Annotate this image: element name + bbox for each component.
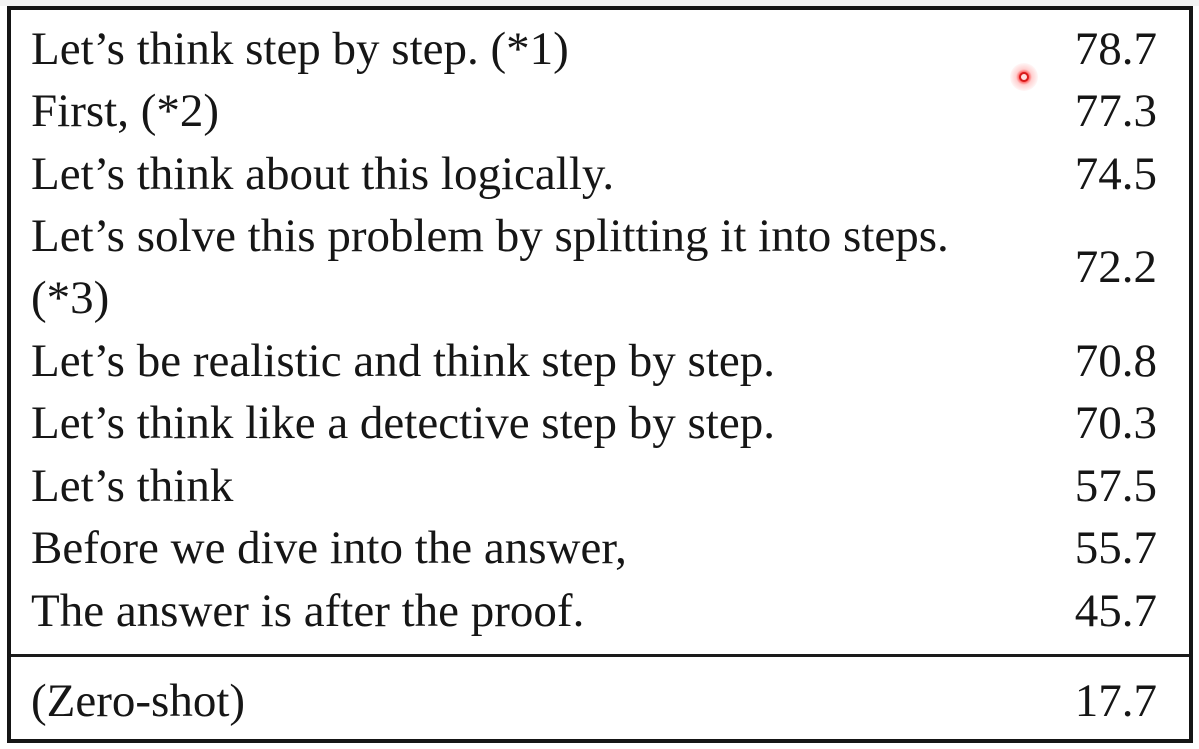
prompt-accuracy-table: Let’s think step by step. (*1) 78.7 Firs… [7,6,1193,743]
score-value: 77.3 [1074,85,1157,137]
baseline-prompt-text: (Zero-shot) [31,675,246,727]
mouse-cursor-highlight [1010,63,1038,91]
prompt-text: Let’s be realistic and think step by ste… [31,335,775,387]
score-value: 57.5 [1074,460,1157,512]
prompt-text: Before we dive into the answer, [31,522,627,574]
score-value: 45.7 [1074,585,1157,637]
prompt-text: Let’s solve this problem by splitting it… [31,210,949,324]
score-value: 70.3 [1074,397,1157,449]
table-divider [11,654,1189,657]
score-value: 72.2 [1074,241,1157,293]
baseline-score-value: 17.7 [1074,675,1157,727]
score-value: 78.7 [1074,23,1157,75]
score-value: 74.5 [1074,148,1157,200]
score-value: 55.7 [1074,522,1157,574]
prompt-text: First, (*2) [31,85,219,137]
prompt-text: Let’s think like a detective step by ste… [31,397,775,449]
prompt-text: Let’s think [31,460,234,512]
prompt-text: Let’s think about this logically. [31,148,615,200]
table-row: Let’s solve this problem by splitting it… [11,205,1189,329]
prompt-text: The answer is after the proof. [31,585,585,637]
score-value: 70.8 [1074,335,1157,387]
prompt-text: Let’s think step by step. (*1) [31,23,569,75]
cropped-top-area [0,0,1199,6]
